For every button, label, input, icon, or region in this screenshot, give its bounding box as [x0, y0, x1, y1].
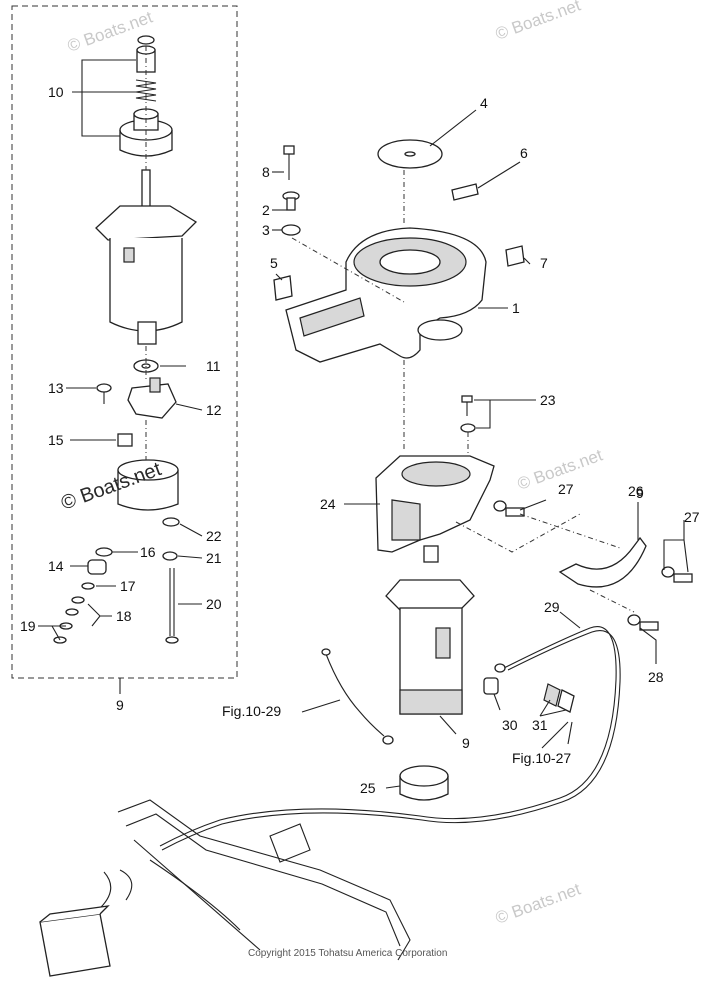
callout-8: 8 [262, 164, 270, 180]
engine-frame-sketch [97, 799, 411, 961]
callout-5: 5 [270, 255, 278, 271]
callout-24: 24 [320, 496, 336, 512]
copyright-notice: Copyright 2015 Tohatsu America Corporati… [248, 948, 447, 959]
cable-fig-10-29 [321, 648, 394, 745]
callout-14: 14 [48, 558, 64, 574]
callout-17: 17 [120, 578, 136, 594]
explode-axes [145, 46, 635, 613]
callout-23: 23 [540, 392, 556, 408]
cap-30 [483, 677, 499, 695]
bolt-27-lower [661, 566, 693, 583]
washer-17 [81, 582, 95, 590]
nut-15 [117, 433, 133, 447]
washer-21 [162, 551, 178, 561]
watermark-top-right: © Boats.net [493, 0, 583, 44]
washer-16 [95, 547, 113, 557]
callout-9-band: 9 [636, 485, 644, 501]
callout-7: 7 [540, 255, 548, 271]
through-bolt-20 [165, 568, 179, 644]
terminals-31 [543, 683, 575, 713]
starter-motor-9 [385, 545, 475, 715]
callout-1: 1 [512, 300, 520, 316]
callout-28: 28 [648, 669, 664, 685]
label-5 [273, 275, 293, 301]
bolt-8 [283, 145, 295, 180]
grommet-14 [87, 559, 107, 575]
band-26 [558, 536, 647, 588]
callout-4: 4 [480, 95, 488, 111]
callout-27-upper: 27 [558, 481, 574, 497]
bolt-27-upper [493, 500, 525, 517]
starter-bracket-24 [375, 455, 495, 553]
callout-9-motor: 9 [462, 735, 470, 751]
callout-10: 10 [48, 84, 64, 100]
callout-20: 20 [206, 596, 222, 612]
callout-18: 18 [116, 608, 132, 624]
nut-set-18-19 [53, 596, 85, 644]
battery-sketch [39, 905, 111, 977]
reference-fig-10-27: Fig.10-27 [512, 750, 571, 766]
callout-30: 30 [502, 717, 518, 733]
callout-31: 31 [532, 717, 548, 733]
watermark-bottom-right: © Boats.net [493, 879, 583, 927]
label-4 [377, 139, 443, 169]
bolt-28 [627, 614, 659, 631]
callout-25: 25 [360, 780, 376, 796]
collar-2 [282, 191, 300, 211]
end-cap [117, 459, 179, 511]
callout-2: 2 [262, 202, 270, 218]
callout-6: 6 [520, 145, 528, 161]
bolt-23 [460, 395, 476, 433]
callout-19: 19 [20, 618, 36, 634]
callout-12: 12 [206, 402, 222, 418]
flywheel-cover-1 [285, 227, 487, 363]
band-25 [399, 765, 449, 801]
callout-16: 16 [140, 544, 156, 560]
callout-9-group: 9 [116, 697, 124, 713]
reference-fig-10-29: Fig.10-29 [222, 703, 281, 719]
screw-13 [96, 383, 112, 404]
callout-11: 11 [206, 358, 221, 374]
washer-3 [281, 224, 301, 236]
label-7 [505, 245, 525, 267]
callout-26: 26 [628, 483, 644, 499]
pinion-stopper-ring [137, 35, 155, 45]
label-6 [451, 183, 479, 201]
callout-29: 29 [544, 599, 560, 615]
callout-22: 22 [206, 528, 222, 544]
starter-assembly-group-frame [11, 5, 238, 679]
callout-3: 3 [262, 222, 270, 238]
callout-21: 21 [206, 550, 222, 566]
starter-cable-29 [159, 626, 621, 851]
callout-leaders [38, 59, 689, 789]
brush-holder-12 [127, 377, 177, 419]
callout-13: 13 [48, 380, 64, 396]
starter-motor-armature-housing [95, 169, 198, 345]
washer-22 [162, 517, 180, 527]
callout-15: 15 [48, 432, 64, 448]
callout-27-lower: 27 [684, 509, 700, 525]
